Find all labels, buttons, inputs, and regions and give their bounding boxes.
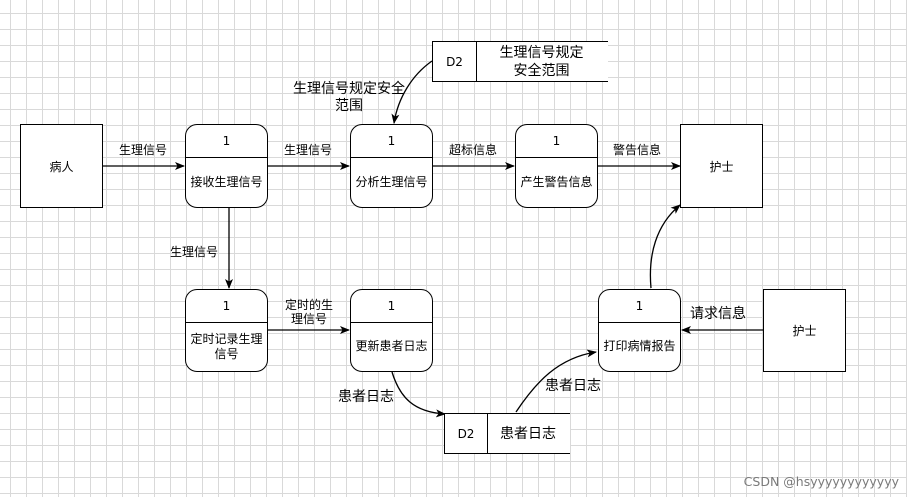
flow-arrow-log-print: [515, 349, 597, 413]
process-print-name: 打印病情报告: [603, 339, 676, 353]
process-print: 1 打印病情报告: [598, 289, 681, 372]
flow-arrow-range-analyze: [391, 60, 433, 124]
flow-label-receive-record: 生理信号: [170, 245, 219, 259]
process-receive-number: 1: [186, 125, 267, 158]
flow-label-record-update: 定时的生理信号: [284, 298, 333, 326]
entity-nurse-bottom: 护士: [763, 289, 846, 372]
entity-patient: 病人: [20, 124, 103, 208]
process-receive-name: 接收生理信号: [190, 174, 263, 189]
flow-label-analyze-alarm: 超标信息: [449, 143, 498, 157]
store-range-name: 生理信号规定安全范围: [499, 44, 584, 79]
process-update: 1 更新患者日志: [350, 289, 433, 372]
flow-label-patient-receive: 生理信号: [119, 143, 168, 157]
flow-label-log-print: 患者日志: [545, 378, 601, 394]
process-alarm-name: 产生警告信息: [520, 174, 593, 189]
flow-label-update-log: 患者日志: [338, 389, 394, 405]
entity-nurse-top-label: 护士: [709, 159, 734, 174]
process-analyze-name: 分析生理信号: [355, 174, 428, 189]
process-receive: 1 接收生理信号: [185, 124, 268, 208]
store-log-name: 患者日志: [500, 425, 556, 442]
flow-label-alarm-nurse: 警告信息: [613, 143, 662, 157]
flow-arrow-print-nurse: [649, 204, 681, 289]
process-update-name: 更新患者日志: [355, 339, 428, 353]
process-alarm-number: 1: [516, 125, 597, 158]
store-log: D2 患者日志: [444, 413, 570, 454]
process-analyze-number: 1: [351, 125, 432, 158]
store-range-id: D2: [432, 42, 477, 81]
process-record: 1 定时记录生理信号: [185, 289, 268, 372]
entity-patient-label: 病人: [49, 159, 74, 174]
process-update-number: 1: [351, 290, 432, 323]
flow-arrow-update-log: [391, 371, 446, 418]
flow-label-nurse-print: 请求信息: [690, 306, 746, 322]
process-alarm: 1 产生警告信息: [515, 124, 598, 208]
process-record-name: 定时记录生理信号: [190, 331, 263, 361]
store-log-id: D2: [444, 414, 488, 453]
store-range: D2 生理信号规定安全范围: [432, 41, 608, 82]
process-analyze: 1 分析生理信号: [350, 124, 433, 208]
flow-label-range-analyze: 生理信号规定安全范围: [293, 81, 405, 114]
watermark-text: CSDN @hsyyyyyyyyyyyy: [743, 474, 899, 489]
entity-nurse-bottom-label: 护士: [792, 324, 817, 338]
entity-nurse-top: 护士: [680, 124, 763, 208]
process-record-number: 1: [186, 290, 267, 323]
process-print-number: 1: [599, 290, 680, 323]
flow-label-receive-analyze: 生理信号: [284, 143, 333, 157]
